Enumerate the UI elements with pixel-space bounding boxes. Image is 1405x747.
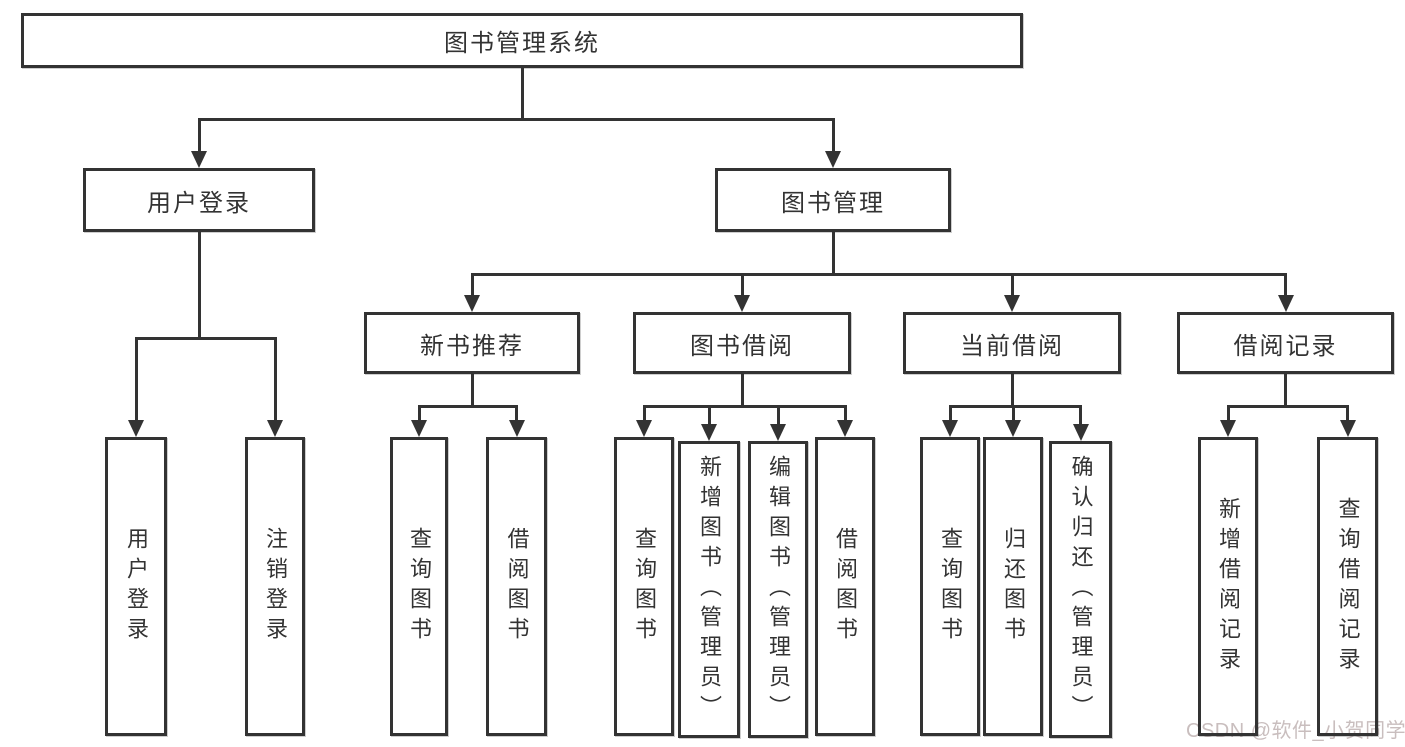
connector-drop — [843, 405, 847, 422]
arrow-down-icon — [734, 295, 750, 312]
node-book-borrow: 图书借阅 — [633, 312, 851, 374]
connector-drop — [417, 405, 421, 422]
arrow-down-icon — [1072, 424, 1089, 441]
node-label-book-mgmt: 图书管理 — [781, 189, 885, 217]
connector-stem — [1284, 374, 1287, 408]
node-leaf-add-book: 新增图书（管理员） — [678, 441, 740, 738]
connector-drop — [1010, 273, 1014, 297]
connector-rail — [197, 118, 835, 121]
connector-rail — [642, 405, 847, 408]
arrow-down-icon — [267, 420, 283, 437]
arrow-down-icon — [128, 420, 144, 437]
arrow-down-icon — [1277, 295, 1294, 312]
node-leaf-confirm-return: 确认归还（管理员） — [1049, 441, 1112, 738]
node-label-leaf-borrow-book-2: 借阅图书 — [833, 526, 858, 647]
connector-drop — [1226, 405, 1230, 422]
arrow-down-icon — [1005, 420, 1021, 437]
connector-drop — [1284, 273, 1287, 297]
connector-drop — [1011, 405, 1015, 422]
arrow-down-icon — [1339, 420, 1356, 437]
node-leaf-return-book: 归还图书 — [983, 437, 1043, 736]
node-label-leaf-user-login: 用户登录 — [124, 526, 149, 647]
node-current-borrow: 当前借阅 — [903, 312, 1121, 374]
connector-stem — [470, 374, 474, 408]
connector-drop — [831, 118, 835, 153]
connector-drop — [134, 337, 138, 422]
connector-drop — [1079, 405, 1082, 426]
connector-rail — [948, 405, 1082, 408]
connector-rail — [1226, 405, 1349, 408]
node-leaf-query-borrow-record: 查询借阅记录 — [1317, 437, 1378, 736]
connector-drop — [515, 405, 518, 422]
connector-drop — [776, 405, 780, 426]
connector-rail — [417, 405, 518, 408]
node-label-leaf-add-book: 新增图书（管理员） — [697, 454, 722, 725]
connector-rail — [134, 337, 277, 340]
arrow-down-icon — [837, 420, 853, 437]
connector-drop — [948, 405, 952, 422]
connector-stem — [197, 232, 201, 340]
node-leaf-borrow-book-2: 借阅图书 — [815, 437, 875, 736]
arrow-down-icon — [1004, 295, 1020, 312]
connector-drop — [1346, 405, 1349, 422]
node-label-leaf-confirm-return: 确认归还（管理员） — [1068, 454, 1094, 725]
node-label-leaf-add-borrow-record: 新增借阅记录 — [1216, 496, 1241, 677]
node-label-leaf-borrow-book-1: 借阅图书 — [504, 526, 530, 647]
node-label-leaf-query-book-2: 查询图书 — [632, 526, 657, 647]
node-book-mgmt: 图书管理 — [715, 168, 951, 232]
arrow-down-icon — [1220, 420, 1236, 437]
connector-drop — [470, 273, 474, 297]
connector-drop — [707, 405, 711, 426]
node-leaf-query-book-3: 查询图书 — [920, 437, 980, 736]
node-label-leaf-query-book-3: 查询图书 — [938, 526, 963, 647]
arrow-down-icon — [636, 420, 652, 437]
connector-stem — [1010, 374, 1014, 408]
node-leaf-query-book-2: 查询图书 — [614, 437, 674, 736]
node-label-leaf-query-borrow-record: 查询借阅记录 — [1335, 496, 1361, 677]
connector-drop — [197, 118, 201, 153]
node-label-leaf-edit-book: 编辑图书（管理员） — [766, 454, 791, 725]
connector-stem — [740, 374, 744, 408]
connector-drop — [740, 273, 744, 297]
node-label-leaf-logout: 注销登录 — [263, 526, 288, 647]
csdn-watermark: CSDN @软件_小贺同学 — [1186, 720, 1405, 742]
node-leaf-add-borrow-record: 新增借阅记录 — [1198, 437, 1258, 736]
node-user-login: 用户登录 — [83, 168, 315, 232]
arrow-down-icon — [411, 420, 427, 437]
node-label-leaf-return-book: 归还图书 — [1001, 526, 1026, 647]
node-label-user-login: 用户登录 — [147, 189, 251, 217]
arrow-down-icon — [701, 424, 717, 441]
connector-drop — [273, 337, 277, 422]
node-label-leaf-query-book-1: 查询图书 — [407, 526, 432, 647]
node-leaf-logout: 注销登录 — [245, 437, 305, 736]
arrow-down-icon — [464, 295, 480, 312]
arrow-down-icon — [508, 420, 525, 437]
node-label-book-borrow: 图书借阅 — [690, 332, 794, 360]
node-leaf-user-login: 用户登录 — [105, 437, 167, 736]
node-label-borrow-records: 借阅记录 — [1233, 332, 1338, 360]
arrow-down-icon — [770, 424, 786, 441]
connector-drop — [642, 405, 646, 422]
node-root: 图书管理系统 — [21, 13, 1023, 68]
node-label-new-book-rec: 新书推荐 — [420, 332, 524, 360]
node-borrow-records: 借阅记录 — [1177, 312, 1394, 374]
arrow-down-icon — [191, 151, 207, 168]
node-label-root: 图书管理系统 — [444, 30, 600, 57]
connector-stem — [831, 232, 835, 276]
arrow-down-icon — [942, 420, 958, 437]
node-label-current-borrow: 当前借阅 — [960, 332, 1064, 360]
node-leaf-query-book-1: 查询图书 — [390, 437, 448, 736]
connector-rail — [470, 273, 1287, 276]
arrow-down-icon — [825, 151, 841, 168]
node-new-book-rec: 新书推荐 — [364, 312, 580, 374]
connector-stem — [520, 68, 524, 121]
node-leaf-edit-book: 编辑图书（管理员） — [748, 441, 808, 738]
node-leaf-borrow-book-1: 借阅图书 — [486, 437, 547, 736]
